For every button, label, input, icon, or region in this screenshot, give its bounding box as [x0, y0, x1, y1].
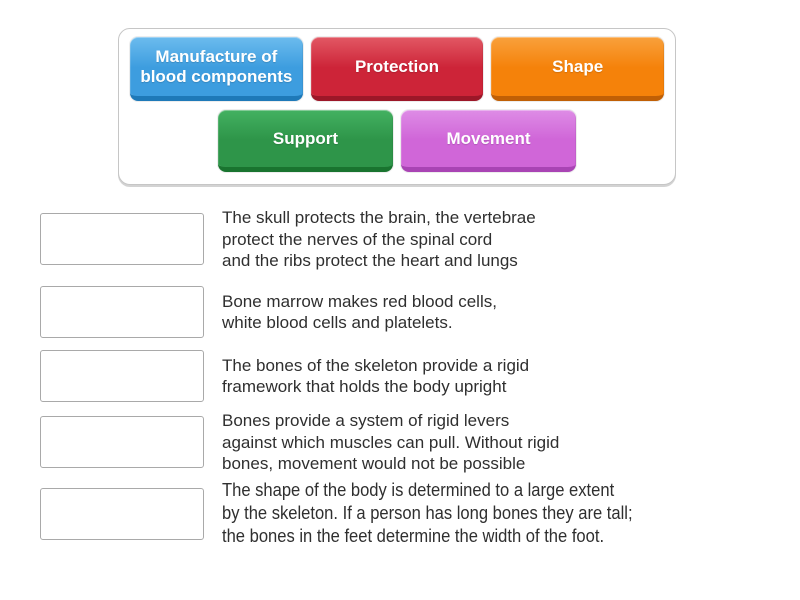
match-row: The bones of the skeleton provide a rigi…: [40, 350, 780, 402]
clue-text: Bones provide a system of rigid levers a…: [222, 411, 560, 473]
match-row: Bone marrow makes red blood cells, white…: [40, 286, 780, 338]
clue-text: The skull protects the brain, the verteb…: [222, 208, 536, 270]
match-row: The shape of the body is determined to a…: [40, 479, 780, 548]
tile-row-2: Support Movement: [130, 110, 664, 172]
tile-support[interactable]: Support: [218, 110, 393, 172]
clue-text: The shape of the body is determined to a…: [222, 480, 633, 546]
answer-drop-slot[interactable]: [40, 213, 204, 266]
clue-text: Bone marrow makes red blood cells, white…: [222, 291, 497, 333]
match-row: The skull protects the brain, the verteb…: [40, 207, 780, 272]
match-row: Bones provide a system of rigid levers a…: [40, 410, 780, 475]
clue-text: The bones of the skeleton provide a rigi…: [222, 355, 530, 397]
tile-protection[interactable]: Protection: [310, 37, 484, 101]
answer-drop-slot[interactable]: [40, 286, 204, 338]
answer-drop-slot[interactable]: [40, 416, 204, 469]
answer-tile-panel: Manufacture of blood components Protecti…: [118, 28, 676, 185]
tile-manufacture-of-blood-components[interactable]: Manufacture of blood components: [130, 37, 303, 101]
answer-drop-slot[interactable]: [40, 487, 204, 540]
tile-movement[interactable]: Movement: [401, 110, 576, 172]
tile-shape[interactable]: Shape: [491, 37, 665, 101]
tile-row-1: Manufacture of blood components Protecti…: [130, 37, 665, 101]
answer-drop-slot[interactable]: [40, 350, 204, 402]
